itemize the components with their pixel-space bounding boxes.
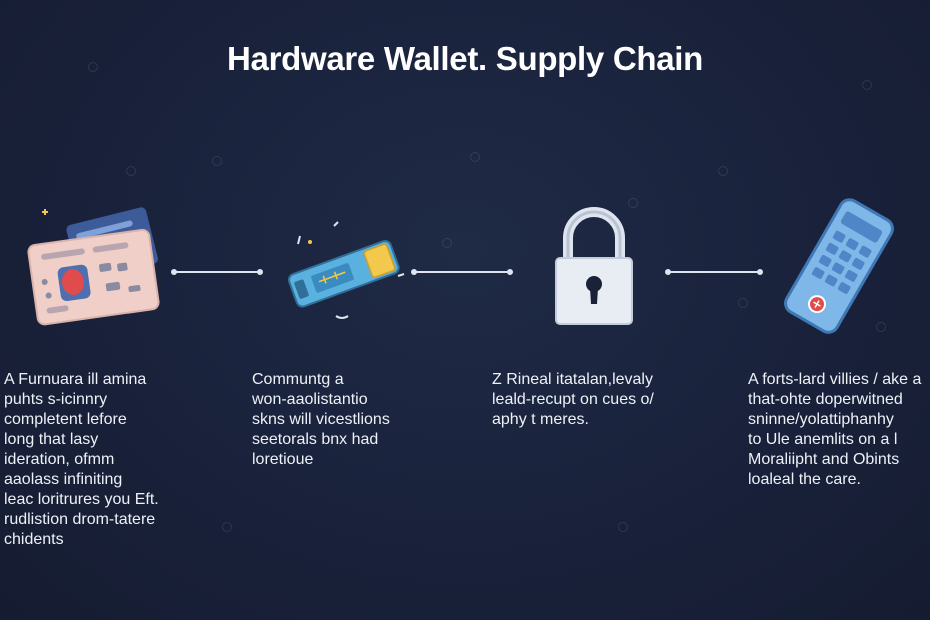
stage-4-description: A forts-lard villies / ake a that-ohte d… bbox=[748, 371, 922, 488]
keypad-device-icon bbox=[784, 198, 894, 334]
stage-3-icon bbox=[546, 204, 642, 328]
stage-3-description: Z Rineal itatalan,levaly leald-recupt on… bbox=[492, 371, 654, 428]
stage-1-icon bbox=[22, 196, 162, 336]
padlock-icon bbox=[555, 207, 633, 325]
page-title: Hardware Wallet. Supply Chain bbox=[226, 40, 703, 77]
connector-line-1 bbox=[171, 269, 263, 275]
circuit-card-icon bbox=[27, 207, 160, 326]
stage-1-description: A Furnuara ill amina puhts s-icinnry com… bbox=[4, 371, 159, 548]
usb-wallet-icon bbox=[287, 221, 405, 319]
connector-line-3 bbox=[665, 269, 763, 275]
connector-line-2 bbox=[411, 269, 513, 275]
stage-2-description: Communtg a won-aaolistantio skns will vi… bbox=[252, 371, 390, 468]
stage-4-icon bbox=[772, 192, 906, 340]
stage-2-icon bbox=[276, 216, 416, 326]
